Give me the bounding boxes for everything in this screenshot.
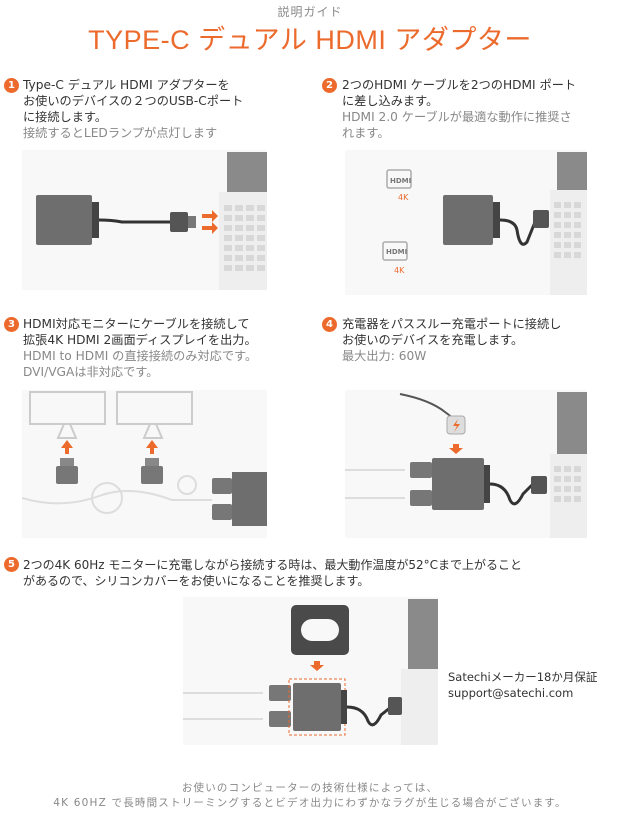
- resolution-label-top: 4K: [398, 193, 409, 202]
- step-1-illustration: [22, 150, 267, 290]
- step-5-text: 2つの4K 60Hz モニターに充電しながら接続する時は、最大動作温度が52°C…: [23, 558, 523, 588]
- step-3-text: HDMI対応モニターにケーブルを接続して 拡張4K HDMI 2画面ディスプレイ…: [23, 317, 258, 379]
- step-3-illustration: [22, 390, 267, 538]
- step-1-text: Type-C デュアル HDMI アダプターを お使いのデバイスの２つのUSB-…: [23, 78, 244, 140]
- hdmi-label-bottom: HDMI: [386, 248, 408, 256]
- step-4-illustration: [345, 390, 587, 538]
- footer-note-line-2: 4K 60HZ で長時間ストリーミングするとビデオ出力にわずかなラグが生じる場合…: [53, 797, 567, 809]
- step-2-text: 2つのHDMI ケーブルを2つのHDMI ポート に差し込みます。 HDMI 2…: [342, 78, 577, 140]
- step-2-illustration: [345, 150, 587, 295]
- footer-note-line-1: お使いのコンピューターの技術仕様によっては、: [181, 782, 439, 794]
- warranty-info: Satechiメーカー18か月保証 support@satechi.com: [448, 670, 598, 700]
- guide-subtitle: 説明ガイド: [277, 5, 343, 19]
- step-5-illustration: [183, 597, 438, 745]
- resolution-label-bottom: 4K: [394, 266, 405, 275]
- hdmi-label-top: HDMI: [390, 177, 412, 185]
- step-2-badge: 2: [322, 78, 337, 93]
- step-4-badge: 4: [322, 317, 337, 332]
- step-5-badge: 5: [4, 557, 19, 572]
- support-email[interactable]: support@satechi.com: [448, 686, 574, 700]
- step-1-badge: 1: [4, 78, 19, 93]
- step-4-text: 充電器をパススルー充電ポートに接続し お使いのデバイスを充電します。 最大出力:…: [342, 317, 562, 363]
- step-3-badge: 3: [4, 317, 19, 332]
- page-title: TYPE-C デュアル HDMI アダプター: [88, 25, 532, 55]
